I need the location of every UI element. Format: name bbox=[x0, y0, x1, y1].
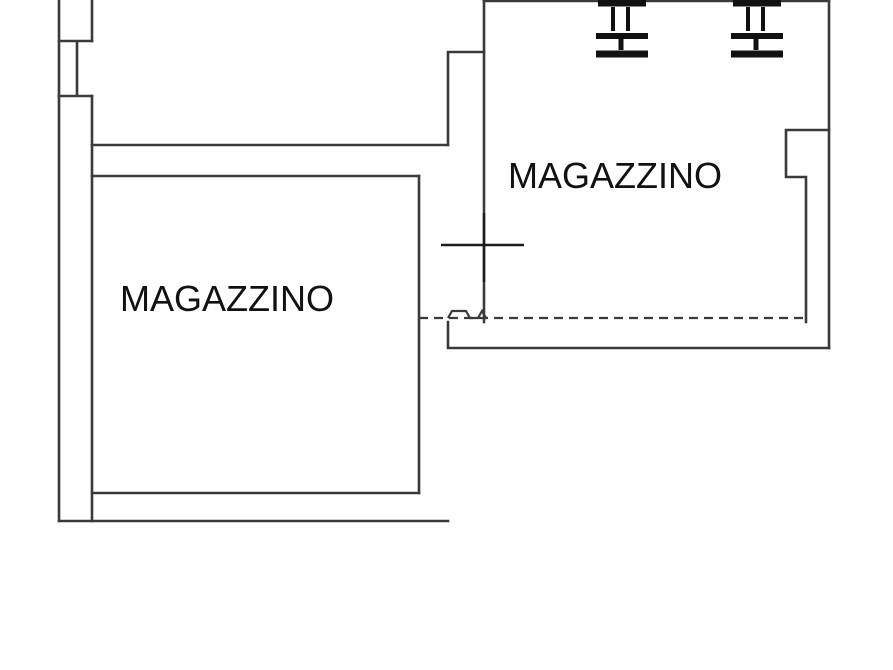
window-symbol-top-left-group bbox=[596, 0, 648, 58]
wall-break-marker-group bbox=[441, 213, 524, 282]
room-label-magazzino-right: MAGAZZINO bbox=[508, 155, 722, 196]
dashed-partition-jog bbox=[447, 308, 487, 320]
wall-top-left-room-right bbox=[446, 50, 486, 147]
wall-bottom-exterior-right bbox=[446, 320, 831, 350]
room-label-magazzino-left: MAGAZZINO bbox=[120, 278, 334, 319]
dashed-partition-jog-group bbox=[447, 308, 487, 320]
window-symbol-top-right-group bbox=[731, 0, 783, 58]
wall-right-interior-notch bbox=[784, 128, 831, 324]
wall-group bbox=[57, 0, 831, 523]
window-symbol-left-wall-group bbox=[57, 39, 94, 98]
